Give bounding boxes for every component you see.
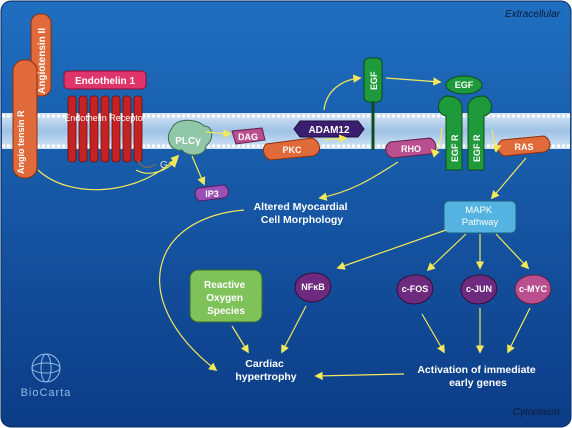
cardiac-hypertrophy-label: Cardiac hypertrophy	[235, 358, 296, 383]
angiotensin-r-label: Angio tensin R	[16, 110, 26, 174]
biocarta-logo-text: BioCarta	[21, 387, 72, 399]
gene-activation-label: Activation of immediate early genes	[417, 364, 538, 389]
c-jun-label: c-JUN	[466, 284, 492, 294]
c-jun: c-JUN	[460, 274, 498, 305]
arrow-adam12-to-egf	[323, 74, 362, 111]
egf-receptor-dimer: EGF R EGF R	[438, 95, 492, 171]
arrow-plc-to-dag	[205, 129, 232, 138]
altered-morphology-label: Altered Myocardial Cell Morphology	[254, 201, 351, 226]
egf-precursor: EGF	[363, 57, 383, 150]
arrow-ros-to-hypertrophy	[231, 325, 249, 354]
c-fos-label: c-FOS	[402, 284, 429, 294]
pkc-label: PKC	[282, 145, 302, 155]
pathway-arrows	[37, 74, 531, 381]
arrow-plc-to-ip3	[191, 155, 206, 186]
arrow-egfr-to-ras	[491, 129, 502, 153]
egf-ligand-label: EGF	[455, 80, 474, 90]
endothelin-1-label: Endothelin 1	[75, 76, 135, 87]
ip3-label: IP3	[205, 189, 219, 199]
arrow-morphology-to-hypertrophy	[159, 209, 245, 372]
arrow-cfos-to-genes	[421, 313, 445, 354]
hypertrophy-line-1: Cardiac	[245, 358, 284, 370]
hypertrophy-line-2: hypertrophy	[235, 371, 296, 383]
altered-morphology-line-2: Cell Morphology	[261, 214, 343, 226]
ras-label: RAS	[514, 142, 533, 152]
endothelin-receptor-label: Endothelin Receptor	[64, 113, 146, 123]
rho: RHO	[385, 137, 437, 159]
ros-line-2: Oxygen	[206, 293, 243, 304]
egfr-left-label: EGF R	[450, 134, 460, 162]
mapk-pathway-label: MAPK Pathway	[462, 205, 499, 228]
mapk-pathway: MAPK Pathway	[443, 200, 517, 234]
arrow-mapk-to-cfos	[426, 233, 467, 272]
g-protein-label: G	[160, 160, 168, 171]
ros-line-1: Reactive	[204, 280, 246, 291]
reactive-oxygen-species: Reactive Oxygen Species	[189, 269, 263, 323]
mapk-line-1: MAPK	[465, 205, 493, 216]
arrow-pkc-to-adam12	[323, 134, 348, 143]
arrow-rho-to-morphology	[318, 161, 399, 201]
pkc: PKC	[262, 137, 320, 161]
arrow-mapk-to-cmyc	[495, 233, 530, 270]
ros-label: Reactive Oxygen Species	[204, 280, 248, 317]
adam12-label: ADAM12	[308, 125, 350, 136]
nfkb: NFκB	[294, 272, 332, 303]
c-myc: c-MYC	[514, 274, 552, 305]
plc-gamma: PLCγ	[167, 119, 213, 156]
arrow-nfkb-to-hypertrophy	[281, 305, 307, 354]
ip3: IP3	[194, 184, 229, 202]
angiotensin-receptor: Angio tensin R	[12, 59, 38, 179]
c-fos: c-FOS	[396, 274, 434, 305]
mapk-line-2: Pathway	[462, 217, 499, 228]
genes-line-1: Activation of immediate	[417, 364, 536, 376]
endothelin-1-ligand: Endothelin 1	[63, 70, 147, 90]
ras: RAS	[497, 135, 551, 157]
arrow-egfr-to-rho	[430, 127, 443, 158]
adam12: ADAM12	[293, 120, 365, 138]
c-myc-label: c-MYC	[519, 284, 548, 294]
arrow-genes-to-hypertrophy	[314, 371, 405, 381]
genes-line-2: early genes	[449, 377, 507, 389]
ros-line-3: Species	[207, 306, 245, 317]
extracellular-label: Extracellular	[505, 9, 561, 20]
arrow-egf-release	[385, 77, 442, 86]
angiotensin-ii-label: Angiotensin II	[37, 28, 48, 94]
egfr-right-label: EGF R	[472, 134, 482, 162]
dag-label: DAG	[238, 132, 258, 142]
altered-morphology-line-1: Altered Myocardial	[254, 201, 348, 213]
arrow-angiotensin-to-plc	[37, 154, 180, 191]
arrow-ras-to-mapk	[490, 157, 527, 200]
biocarta-logo: BioCarta	[21, 353, 72, 399]
egf-precursor-label: EGF	[369, 71, 379, 90]
nfkb-label: NFκB	[301, 282, 325, 292]
cytoplasm-label: Cytoplasm	[513, 407, 560, 418]
arrow-cmyc-to-genes	[507, 307, 531, 354]
egf-ligand: EGF	[445, 75, 483, 95]
plc-gamma-label: PLCγ	[175, 136, 201, 147]
arrow-mapk-to-nfkb	[336, 229, 447, 270]
rho-label: RHO	[401, 144, 421, 154]
endothelin-receptor: Endothelin Receptor	[64, 95, 157, 168]
dag: DAG	[231, 127, 266, 145]
arrow-endothelin-to-plc	[135, 158, 178, 174]
